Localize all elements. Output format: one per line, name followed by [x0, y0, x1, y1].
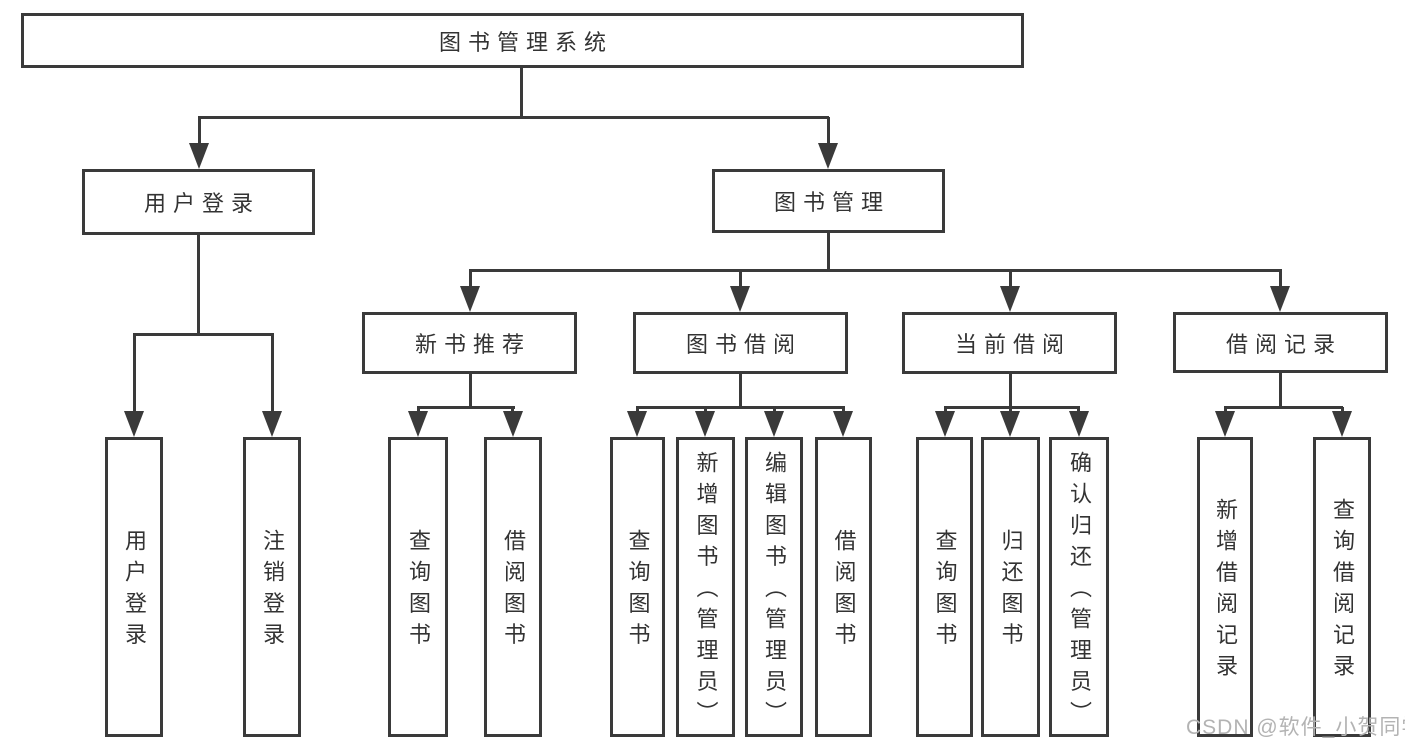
leaf-user-login: 用户登录	[105, 437, 163, 737]
leaf-return-book: 归还图书	[981, 437, 1040, 737]
watermark: CSDN @软件_小贺同学	[1186, 716, 1405, 739]
leaf-return-book-label: 归还图书	[998, 529, 1024, 655]
connector-borrow-record-stem	[1279, 271, 1282, 287]
node-new-book-recommend: 新书推荐	[362, 312, 577, 374]
arrow-to-leaf-user-login	[124, 411, 144, 437]
connector-current-borrow-stem	[1009, 271, 1012, 287]
arrow-to-leaf-borrow-book	[833, 411, 853, 437]
leaf-query-borrow-record: 查询借阅记录	[1313, 437, 1371, 737]
arrow-to-leaf-return-book	[1000, 411, 1020, 437]
node-current-borrow: 当前借阅	[902, 312, 1117, 374]
arrow-to-user-login	[189, 143, 209, 169]
connector-borrow-record-hline	[1224, 406, 1343, 409]
leaf-add-borrow-record: 新增借阅记录	[1197, 437, 1253, 737]
arrow-to-leaf-edit-book	[764, 411, 784, 437]
node-root: 图书管理系统	[21, 13, 1024, 68]
node-book-management-label: 图书管理	[773, 190, 890, 215]
connector-current-borrow-hline	[944, 406, 1080, 409]
connector-leaf-logout-stem	[271, 335, 274, 413]
leaf-add-book-admin: 新增图书（管理员）	[676, 437, 735, 737]
node-borrow-record-label: 借阅记录	[1225, 331, 1342, 357]
arrow-to-leaf-borrow-book-recommend	[503, 411, 523, 437]
connector-root-hline	[198, 116, 829, 119]
connector-book-management-hline	[469, 269, 1282, 272]
arrow-to-book-borrow	[730, 286, 750, 312]
arrow-to-current-borrow	[1000, 286, 1020, 312]
arrow-to-book-management	[818, 143, 838, 169]
leaf-logout-label: 注销登录	[260, 529, 285, 655]
node-user-login: 用户登录	[82, 169, 315, 235]
leaf-confirm-return-admin: 确认归还（管理员）	[1049, 437, 1109, 737]
leaf-edit-book-admin: 编辑图书（管理员）	[745, 437, 803, 737]
leaf-add-borrow-record-label: 新增借阅记录	[1213, 497, 1238, 686]
leaf-logout: 注销登录	[243, 437, 301, 737]
leaf-query-book-recommend: 查询图书	[388, 437, 448, 737]
arrow-to-leaf-query-book-recommend	[408, 411, 428, 437]
arrow-to-leaf-add-record	[1215, 411, 1235, 437]
arrow-to-leaf-logout	[262, 411, 282, 437]
leaf-query-book-borrow-label: 查询图书	[625, 529, 651, 655]
arrow-to-borrow-record	[1270, 286, 1290, 312]
node-new-book-recommend-label: 新书推荐	[414, 332, 531, 357]
connector-user-login-down	[197, 235, 200, 335]
leaf-borrow-book-recommend-label: 借阅图书	[501, 529, 526, 655]
connector-leaf-user-login-stem	[133, 335, 136, 413]
node-book-borrow: 图书借阅	[633, 312, 848, 374]
leaf-query-book-recommend-label: 查询图书	[406, 529, 431, 655]
node-book-management: 图书管理	[712, 169, 945, 233]
connector-new-book-hline	[417, 406, 515, 409]
leaf-user-login-label: 用户登录	[122, 529, 147, 655]
node-root-label: 图书管理系统	[438, 29, 613, 55]
arrow-to-leaf-add-book	[695, 411, 715, 437]
node-book-borrow-label: 图书借阅	[685, 332, 802, 357]
node-user-login-label: 用户登录	[143, 191, 260, 216]
leaf-borrow-book-label: 借阅图书	[831, 529, 857, 655]
node-current-borrow-label: 当前借阅	[954, 332, 1071, 357]
leaf-edit-book-admin-label: 编辑图书（管理员）	[762, 451, 787, 733]
leaf-add-book-admin-label: 新增图书（管理员）	[693, 451, 719, 733]
connector-book-borrow-down	[739, 374, 742, 409]
leaf-borrow-book-recommend: 借阅图书	[484, 437, 542, 737]
node-borrow-record: 借阅记录	[1173, 312, 1388, 373]
leaf-query-book-current-label: 查询图书	[932, 529, 958, 655]
connector-book-borrow-hline	[636, 406, 845, 409]
leaf-query-borrow-record-label: 查询借阅记录	[1330, 497, 1355, 686]
connector-user-login-stem	[198, 117, 201, 145]
connector-book-management-down	[827, 233, 830, 271]
arrow-to-leaf-query-record	[1332, 411, 1352, 437]
connector-current-borrow-down	[1009, 374, 1012, 409]
leaf-query-book-current: 查询图书	[916, 437, 973, 737]
connector-book-management-stem	[827, 117, 830, 145]
leaf-borrow-book: 借阅图书	[815, 437, 872, 737]
connector-book-borrow-stem	[739, 271, 742, 287]
connector-borrow-record-down	[1279, 373, 1282, 409]
leaf-query-book-borrow: 查询图书	[610, 437, 665, 737]
connector-new-book-down	[469, 374, 472, 409]
arrow-to-new-book-recommend	[460, 286, 480, 312]
connector-user-login-hline	[133, 333, 274, 336]
connector-root-stem	[520, 68, 523, 118]
arrow-to-leaf-confirm-return	[1069, 411, 1089, 437]
leaf-confirm-return-admin-label: 确认归还（管理员）	[1067, 451, 1092, 733]
connector-new-book-stem	[469, 271, 472, 287]
arrow-to-leaf-query-book-current	[935, 411, 955, 437]
arrow-to-leaf-query-book-borrow	[627, 411, 647, 437]
